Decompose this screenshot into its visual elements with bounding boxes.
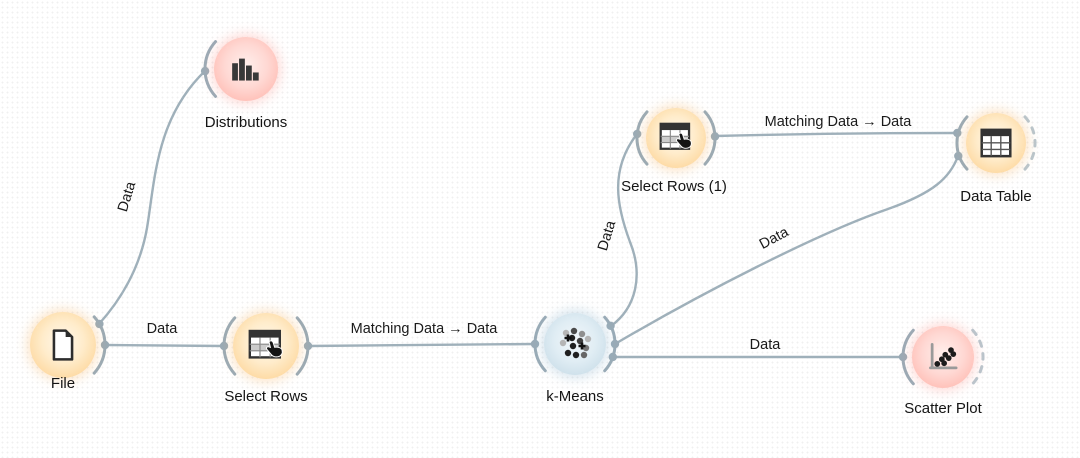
anchor-dot [606,321,615,330]
node-file[interactable] [30,312,96,378]
edge-label: Data [147,321,179,337]
anchor-dot [95,319,104,329]
anchor-dot [953,128,962,138]
bar-chart-icon [232,58,259,81]
node-label-k-means: k-Means [546,388,604,405]
edge-file-select-rows[interactable] [103,343,226,348]
anchor-dot [610,339,620,349]
anchor-dot [530,339,540,349]
anchor-dot [303,341,313,351]
input-arc-data-table[interactable] [955,115,969,171]
node-label-scatter-plot: Scatter Plot [904,400,982,417]
node-scatter-plot[interactable] [912,326,974,388]
edge-label: Matching Data → Data [765,114,913,130]
anchor-dot [100,340,110,350]
edge-label: Data [115,179,140,214]
node-data-table[interactable] [966,113,1026,173]
edge-file-distributions[interactable] [97,69,207,326]
edge-label: Data [757,224,792,253]
cluster-icon [559,327,592,359]
table-select-icon [248,329,283,359]
file-icon [52,329,74,361]
anchor-dot [633,129,642,139]
output-arc-data-table-dashed[interactable] [1023,115,1037,171]
anchor-dot [954,151,963,161]
table-icon [980,128,1012,158]
anchor-dot [200,66,210,76]
node-select-rows-1[interactable] [646,108,706,168]
anchor-dot [219,341,229,351]
node-select-rows[interactable] [233,313,299,379]
node-k-means[interactable] [544,313,606,375]
anchor-dot [608,352,617,362]
node-distributions[interactable] [214,37,278,101]
edge-k-means-select-rows-1[interactable] [609,132,639,328]
edge-label: Data [750,337,782,353]
edge-label: Matching Data → Data [351,321,499,337]
node-label-select-rows: Select Rows [224,388,308,405]
node-label-data-table: Data Table [960,188,1032,205]
node-label-file: File [50,375,76,392]
edge-label: Data [595,218,620,253]
edge-select-rows-1-data-table[interactable] [713,131,959,138]
table-select-icon [659,122,692,150]
output-arc-scatter-plot-dashed[interactable] [971,328,985,386]
edge-k-means-data-table[interactable] [613,154,960,346]
node-label-select-rows-1: Select Rows (1) [621,178,727,195]
anchor-dot [898,352,908,362]
edge-select-rows-k-means[interactable] [306,342,537,348]
scatter-icon [929,343,958,370]
node-label-distributions: Distributions [204,114,288,131]
anchor-dot [710,132,720,141]
